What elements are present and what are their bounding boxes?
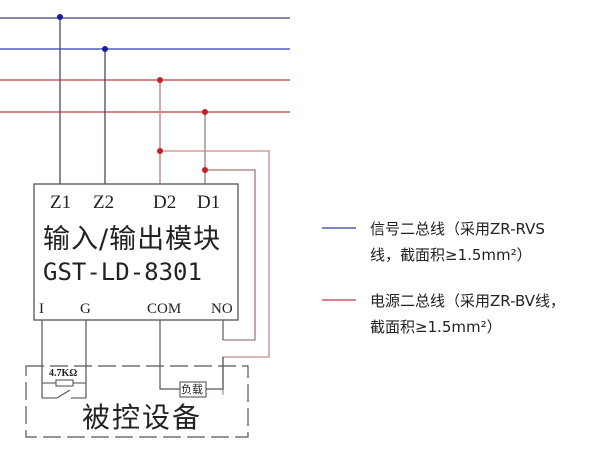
terminal-g: G	[80, 301, 91, 317]
terminal-z1: Z1	[50, 192, 72, 213]
power-feed-inner	[205, 169, 256, 341]
terminal-z2: Z2	[93, 192, 115, 213]
terminal-com: COM	[147, 301, 182, 317]
module-model: GST-LD-8301	[43, 258, 202, 286]
legend-signal-text: 信号二总线（采用ZR-RVS 线，截面积≥1.5mm²）	[370, 216, 545, 268]
terminal-d1: D1	[197, 192, 221, 213]
signal-junction-dot	[102, 46, 108, 52]
legend-power-line2: 截面积≥1.5mm²）	[370, 318, 502, 336]
load-label: 负载	[181, 383, 203, 396]
no-load-wire	[206, 357, 224, 390]
resistor-label: 4.7KΩ	[49, 368, 78, 379]
legend-signal-line1: 信号二总线（采用ZR-RVS	[370, 220, 545, 238]
terminal-no: NO	[211, 301, 233, 317]
power-junction-dot	[157, 148, 163, 154]
legend-signal-line2: 线，截面积≥1.5mm²）	[370, 246, 532, 264]
legend-power-text: 电源二总线（采用ZR-BV线， 截面积≥1.5mm²）	[370, 288, 565, 340]
module-title: 输入/输出模块	[43, 224, 222, 255]
resistor-symbol	[55, 379, 74, 387]
terminal-i: I	[39, 301, 44, 317]
controlled-device-box	[25, 365, 249, 438]
power-junction-dot	[202, 167, 208, 173]
signal-junction-dot	[57, 14, 63, 20]
switch-blade	[56, 389, 71, 399]
legend-power-line1: 电源二总线（采用ZR-BV线，	[370, 292, 566, 310]
terminal-d2: D2	[153, 192, 177, 213]
controlled-device-label: 被控设备	[82, 401, 203, 434]
power-junction-dot	[202, 109, 208, 115]
power-junction-dot	[157, 77, 163, 83]
io-module-box	[33, 183, 239, 321]
com-wire	[159, 320, 180, 390]
load-box	[179, 381, 207, 398]
